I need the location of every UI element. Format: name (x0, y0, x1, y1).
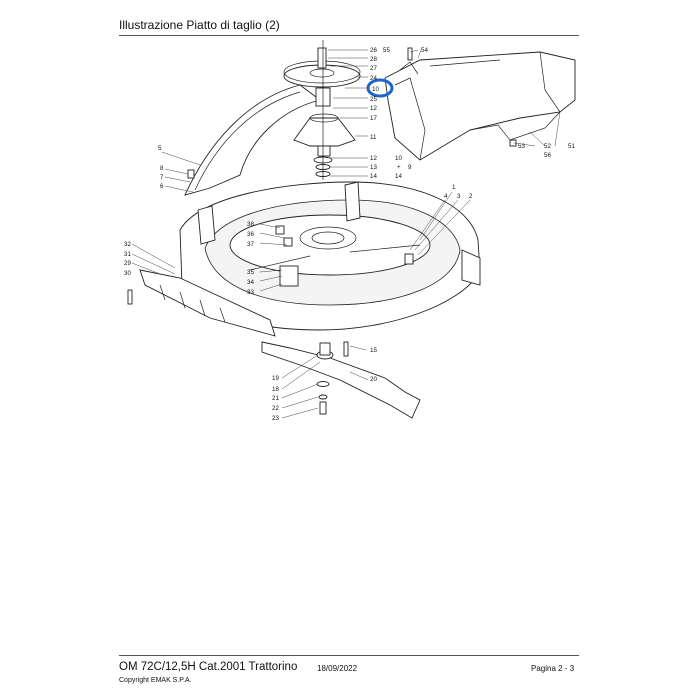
callout-27: 27 (370, 65, 377, 72)
callout-30: 30 (124, 270, 131, 277)
callout-12-upper: 12 (370, 105, 377, 112)
callout-28: 28 (370, 56, 377, 63)
header-divider (119, 35, 579, 36)
page-title: Illustrazione Piatto di taglio (2) (119, 18, 280, 32)
callout-55: 55 (383, 47, 390, 54)
callout-54: 54 (421, 47, 428, 54)
callout-14-group: 14 (395, 173, 402, 180)
callout-5: 5 (158, 145, 162, 152)
callout-4: 4 (444, 193, 448, 200)
callout-21: 21 (272, 395, 279, 402)
callout-24: 24 (370, 75, 377, 82)
grass-chute (384, 51, 576, 161)
callout-37: 37 (247, 241, 254, 248)
callout-6: 6 (160, 183, 164, 190)
highlight-circle (366, 78, 394, 98)
callout-22: 22 (272, 405, 279, 412)
callout-56: 56 (544, 152, 551, 159)
callout-23: 23 (272, 415, 279, 422)
callout-53: 53 (518, 143, 525, 150)
callout-31: 31 (124, 251, 131, 258)
callout-7: 7 (160, 174, 164, 181)
callout-38: 38 (247, 221, 254, 228)
callout-35: 35 (247, 269, 254, 276)
callout-20: 20 (370, 376, 377, 383)
callout-26: 26 (370, 47, 377, 54)
cutting-blade (261, 341, 421, 419)
deck-skirt (139, 269, 276, 337)
callout-33: 33 (247, 289, 254, 296)
callout-17: 17 (370, 115, 377, 122)
callout-15: 15 (370, 347, 377, 354)
model-name: OM 72C/12,5H Cat.2001 Trattorino (119, 661, 298, 673)
callout-10-group: 10 (395, 155, 402, 162)
callout-36: 36 (247, 231, 254, 238)
callout-51: 51 (568, 143, 575, 150)
mower-deck (179, 181, 481, 331)
callout-19: 19 (272, 375, 279, 382)
fasteners (127, 47, 517, 305)
callout-10-highlighted: 10 (372, 86, 379, 93)
callout-14: 14 (370, 173, 377, 180)
callout-labels: 26 55 54 28 27 24 10 25 12 17 11 12 10 1… (124, 47, 575, 422)
callout-9: 9 (408, 164, 412, 171)
page-number: Pagina 2 - 3 (531, 664, 575, 673)
callout-29: 29 (124, 260, 131, 267)
copyright: Copyright EMAK S.P.A. (119, 677, 192, 684)
callout-2: 2 (469, 193, 473, 200)
callout-3: 3 (457, 193, 461, 200)
callout-18: 18 (272, 386, 279, 393)
callout-leaders (131, 49, 561, 419)
callout-11: 11 (370, 134, 377, 141)
spindle-assembly (283, 40, 361, 180)
callout-13: 13 (370, 164, 377, 171)
callout-8: 8 (160, 165, 164, 172)
callout-52: 52 (544, 143, 551, 150)
print-date: 18/09/2022 (317, 664, 358, 673)
callout-25: 25 (370, 96, 377, 103)
callout-34: 34 (247, 279, 254, 286)
footer-divider (119, 655, 579, 656)
callout-plus: + (397, 164, 401, 171)
callout-1: 1 (452, 184, 456, 191)
callout-12-lower: 12 (370, 155, 377, 162)
callout-32: 32 (124, 241, 131, 248)
